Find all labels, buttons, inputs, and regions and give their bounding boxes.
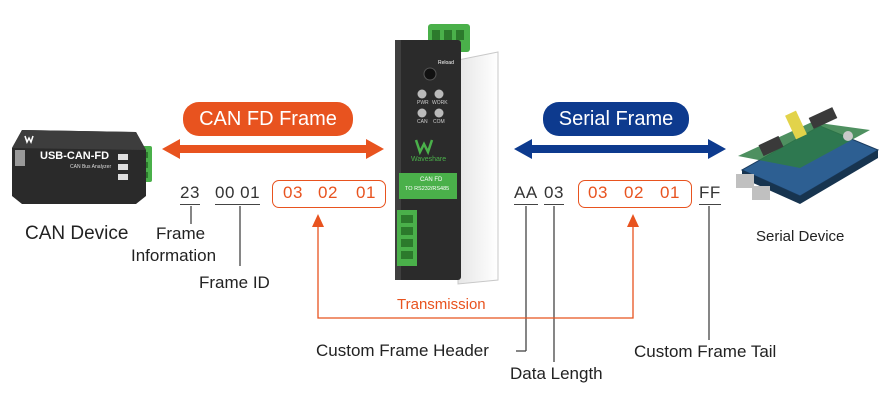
serial-payload-byte-3: 01 bbox=[660, 183, 680, 202]
can-frame-id-bytes: 00 01 bbox=[215, 183, 261, 205]
converter-led-can: CAN bbox=[417, 119, 428, 125]
frame-information-label-1: Frame bbox=[156, 224, 206, 243]
custom-frame-tail-label: Custom Frame Tail bbox=[634, 342, 777, 361]
serial-payload-box bbox=[578, 180, 692, 208]
serial-frame-label: Serial Frame bbox=[543, 102, 689, 136]
converter-led-work: WORK bbox=[432, 100, 448, 106]
can-device-sub-text: CAN Bus Analyzer bbox=[70, 164, 112, 170]
converter-model-line1: CAN FD bbox=[420, 177, 443, 183]
serial-length-byte: 03 bbox=[544, 183, 564, 205]
converter-model-line2: TO RS232/RS485 bbox=[405, 186, 450, 192]
frame-information-label-2: Information bbox=[131, 246, 217, 265]
converter-reload: Reload bbox=[438, 60, 454, 66]
converter-brand: Waveshare bbox=[411, 156, 447, 163]
can-device-body-text: USB-CAN-FD bbox=[40, 150, 110, 162]
data-length-label: Data Length bbox=[510, 364, 603, 383]
can-device bbox=[12, 130, 152, 204]
can-device-label: CAN Device bbox=[25, 223, 129, 244]
transmission-path bbox=[312, 214, 639, 319]
transmission-label: Transmission bbox=[397, 296, 486, 313]
serial-device-label: Serial Device bbox=[756, 228, 845, 245]
serial-device bbox=[736, 107, 880, 204]
serial-payload-byte-2: 02 bbox=[624, 183, 644, 202]
converter-device bbox=[395, 24, 499, 285]
converter-led-com: COM bbox=[433, 119, 445, 125]
can-fd-frame-label: CAN FD Frame bbox=[183, 102, 353, 136]
can-payload-byte-2: 02 bbox=[318, 183, 338, 202]
custom-frame-header-label: Custom Frame Header bbox=[316, 341, 489, 360]
can-payload-box bbox=[272, 180, 386, 208]
serial-payload-byte-1: 03 bbox=[588, 183, 608, 202]
frame-id-label: Frame ID bbox=[199, 273, 270, 292]
can-payload-byte-3: 01 bbox=[356, 183, 376, 202]
serial-tail-byte: FF bbox=[699, 183, 721, 205]
can-payload-byte-1: 03 bbox=[283, 183, 303, 202]
can-frame-info-byte: 23 bbox=[180, 183, 200, 205]
serial-header-byte: AA bbox=[514, 183, 538, 205]
serial-arrow bbox=[514, 139, 726, 159]
can-fd-arrow bbox=[162, 139, 384, 159]
converter-led-pwr: PWR bbox=[417, 100, 429, 106]
